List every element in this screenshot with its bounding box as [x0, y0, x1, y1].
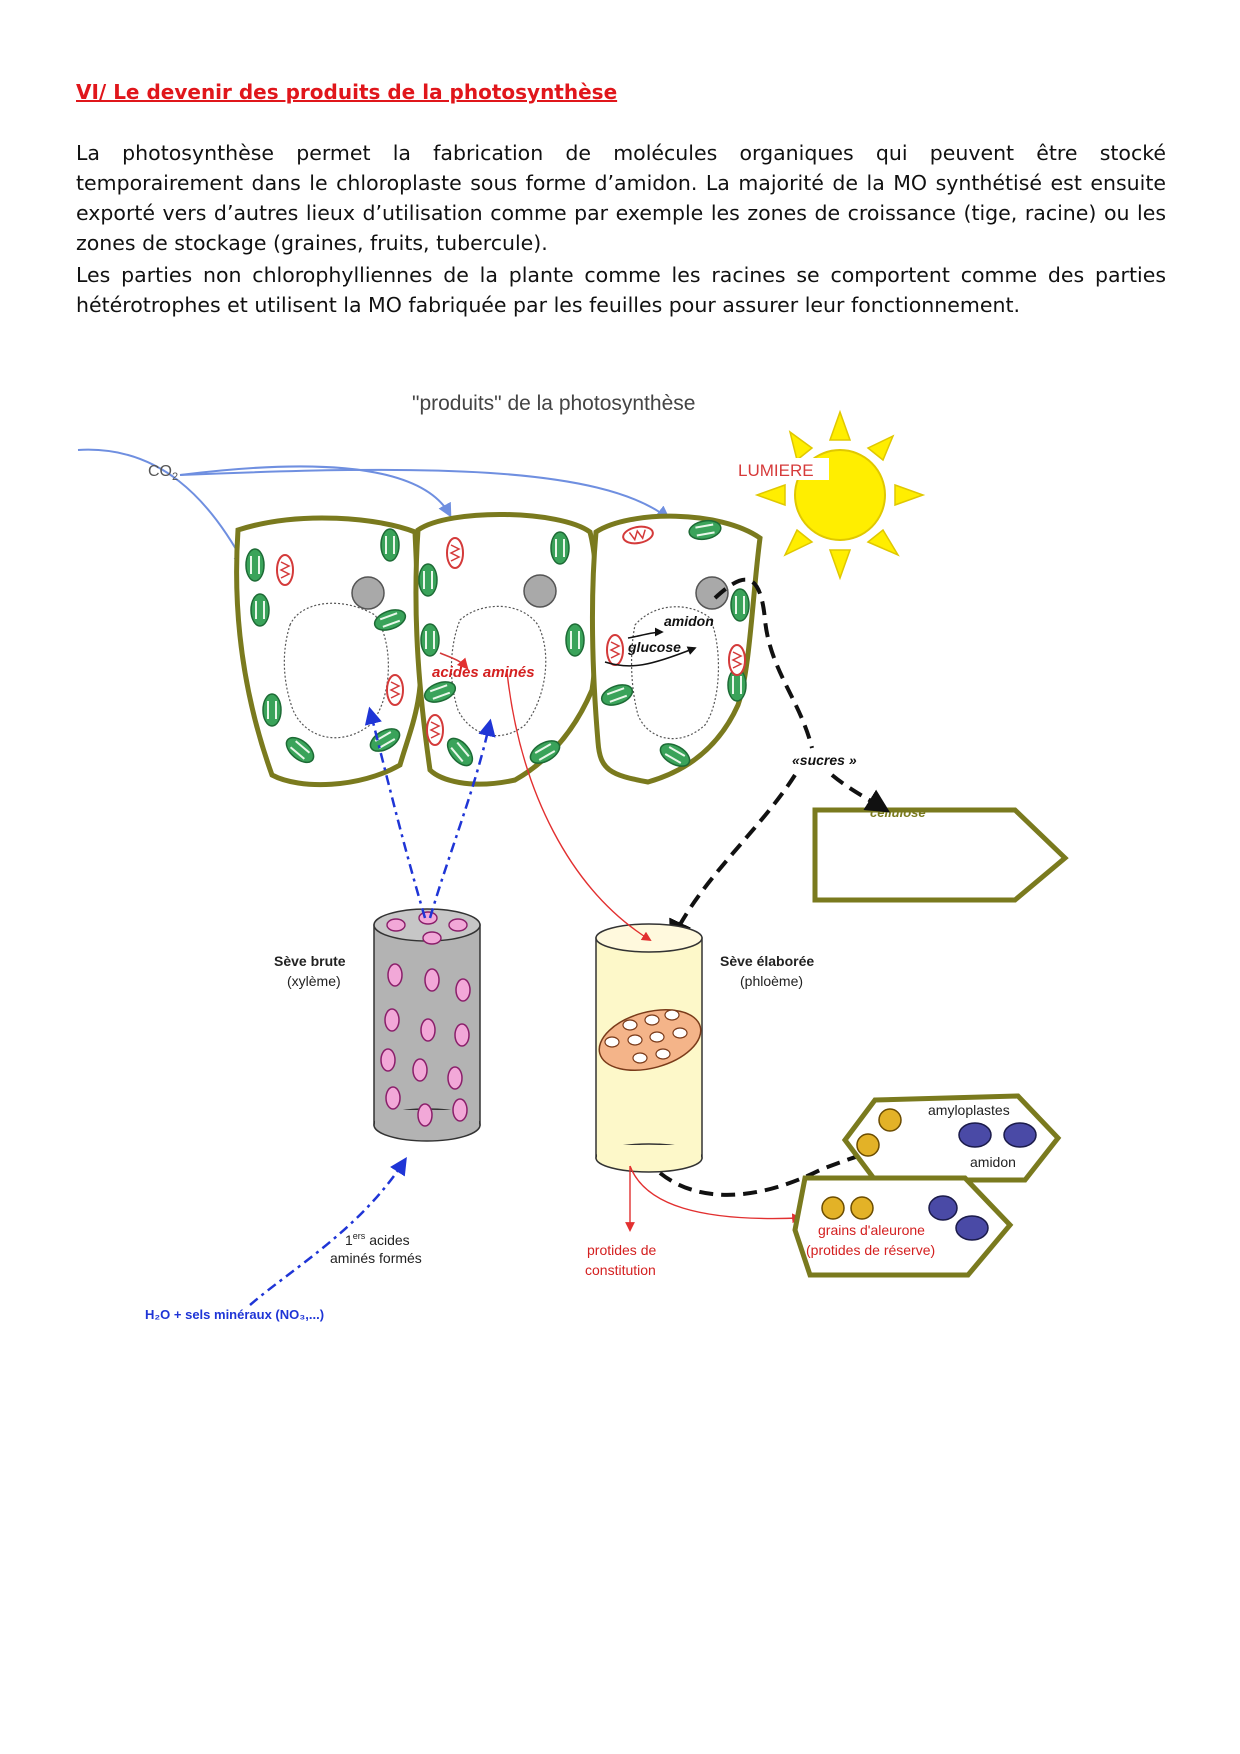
co2-label: CO2: [148, 463, 178, 483]
section-heading: VI/ Le devenir des produits de la photos…: [76, 80, 618, 104]
protides-reserve-label: (protides de réserve): [806, 1242, 935, 1258]
photosynthesis-products-diagram: "produits" de la photosynthèse CO2 LUMIE…: [77, 392, 1069, 1322]
phloeme-label: (phloème): [740, 973, 803, 989]
protides-constitution-label-1: protides de: [587, 1242, 656, 1258]
phloem-vessel: [595, 923, 703, 1173]
sun-icon: [735, 409, 926, 581]
amidon-arrow: [627, 627, 664, 639]
cellulose-wall: [812, 807, 1069, 903]
grains-aleurone-label: grains d'aleurone: [818, 1222, 925, 1238]
seve-elaboree-label: Sève élaborée: [720, 953, 814, 969]
xyleme-label: (xylème): [287, 973, 341, 989]
glucose-label: glucose: [627, 639, 681, 655]
amyloplastes-label: amyloplastes: [928, 1102, 1010, 1118]
glucose-arrow: [604, 646, 697, 667]
acides-amines-label: acides aminés: [432, 664, 535, 681]
water-minerals-label: H₂O + sels minéraux (NO₃,...): [145, 1307, 324, 1322]
sugar-transport-arrows: [658, 577, 947, 1197]
protides-constitution-label-2: constitution: [585, 1262, 656, 1278]
xylem-vessel: [373, 908, 481, 1142]
amidon-reserve-label: amidon: [970, 1154, 1016, 1170]
first-amino-acids-label-1: 1ers acides: [345, 1231, 410, 1248]
amidon-cell-label: amidon: [664, 613, 714, 629]
sucres-label: «sucres »: [792, 752, 857, 768]
paragraph-heterotrophic-parts: Les parties non chlorophylliennes de la …: [76, 263, 1166, 317]
storage-cell-aleurone: [792, 1175, 1014, 1278]
raw-sap-arrows: [249, 706, 496, 1306]
paragraph-photosynthesis-products: La photosynthèse permet la fabrication d…: [76, 141, 1166, 255]
first-amino-acids-label-2: aminés formés: [330, 1250, 422, 1266]
seve-brute-label: Sève brute: [274, 953, 346, 969]
leaf-cells: [234, 512, 763, 788]
amino-acid-transport-arrows: [506, 671, 802, 1232]
co2-arrows: [77, 448, 671, 568]
diagram-title: "produits" de la photosynthèse: [412, 392, 695, 415]
storage-cell-amyloplasts: [841, 1093, 1062, 1183]
lumiere-label: LUMIERE: [738, 461, 814, 480]
mito-to-amino-arrow: [439, 652, 469, 670]
